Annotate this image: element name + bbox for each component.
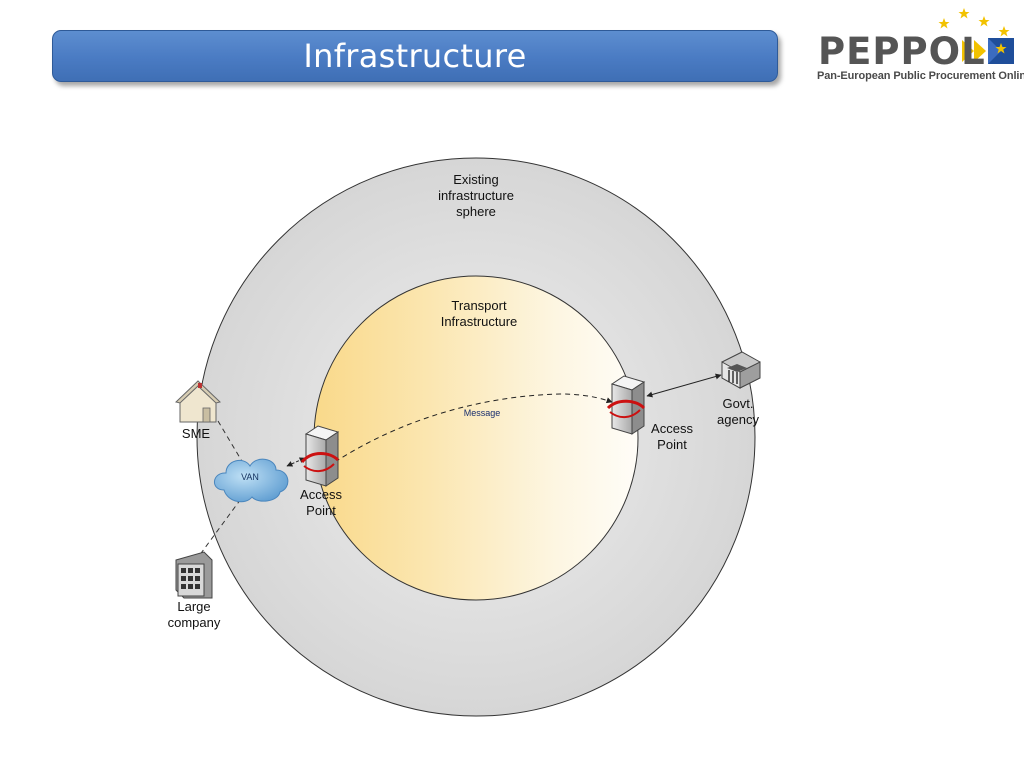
peppol-arrows-icon — [962, 38, 1014, 64]
govt-agency-label: Govt. agency — [717, 396, 759, 427]
slide-title: Infrastructure — [303, 37, 527, 75]
access-point-right-label: Access Point — [651, 421, 693, 452]
eu-stars-icon — [938, 8, 1010, 37]
large-company-label: Large company — [167, 599, 221, 630]
van-access-point-arrow — [286, 457, 306, 467]
access-point-govt-arrow — [646, 373, 722, 398]
access-point-left-label: Access Point — [300, 487, 342, 518]
govt-agency-building-icon — [721, 351, 761, 389]
sme-house-icon — [174, 380, 222, 423]
van-label: VAN — [241, 472, 259, 482]
sme-label: SME — [181, 426, 211, 441]
outer-sphere-label: Existing infrastructure sphere — [438, 172, 514, 219]
access-point-left-server-icon — [300, 425, 340, 487]
large-company-building-icon — [175, 551, 213, 599]
van-cloud-icon — [214, 458, 289, 503]
logo-tagline: Pan-European Public Procurement Online — [817, 70, 1024, 82]
title-bar: Infrastructure — [52, 30, 778, 82]
logo-wordmark: PEPPOL — [818, 30, 986, 73]
peppol-logo: PEPPOL Pan-European Public Procurement O… — [814, 4, 1024, 84]
access-point-right-server-icon — [606, 375, 646, 435]
message-path — [334, 393, 613, 463]
inner-sphere-label: Transport Infrastructure — [440, 298, 518, 329]
message-label: Message — [463, 408, 501, 418]
